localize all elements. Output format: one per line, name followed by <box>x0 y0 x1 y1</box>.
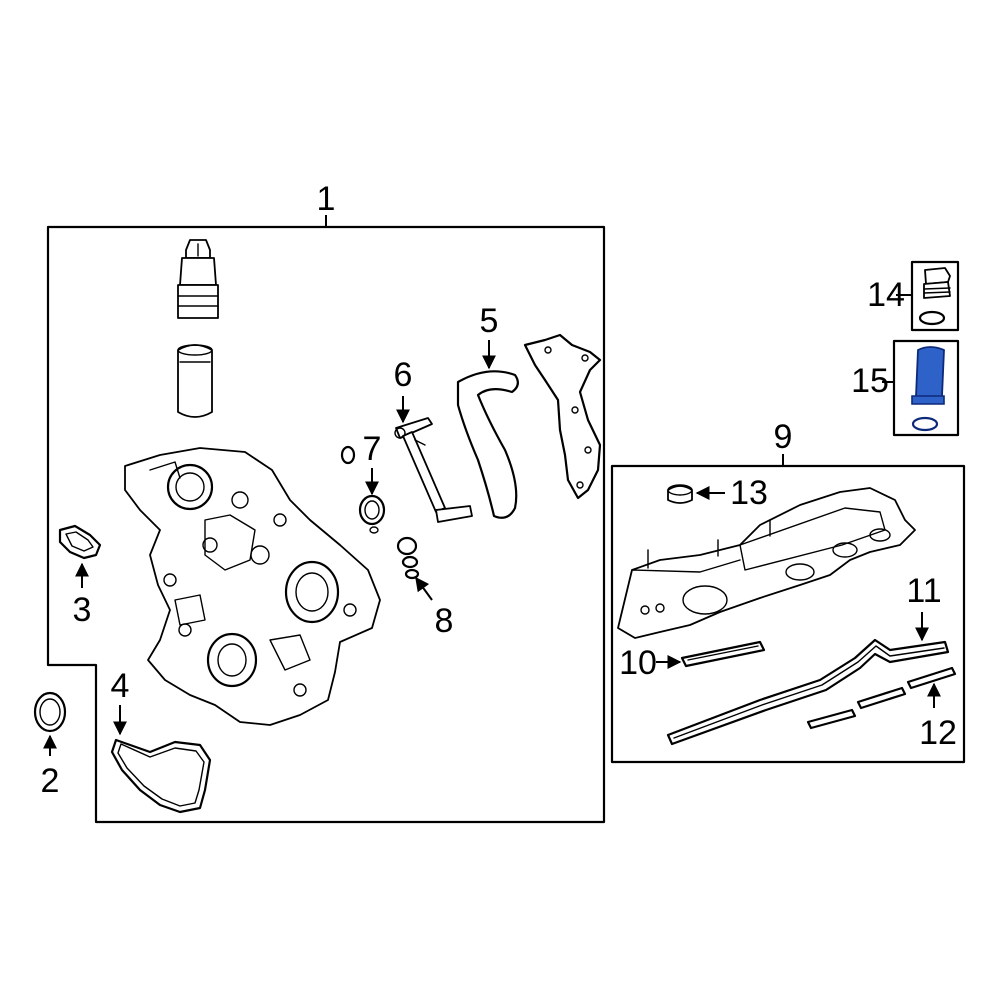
oil-filter-element[interactable] <box>177 344 213 418</box>
callout-1[interactable]: 1 <box>317 180 336 218</box>
part-14-cap[interactable] <box>918 267 951 326</box>
callout-8[interactable]: 8 <box>435 602 454 640</box>
callout-10[interactable]: 10 <box>619 644 657 682</box>
part-2-seal[interactable] <box>33 691 67 733</box>
callout-7[interactable]: 7 <box>363 430 382 468</box>
callout-2[interactable]: 2 <box>41 762 60 800</box>
group-9-frame <box>610 464 966 764</box>
callout-11[interactable]: 11 <box>906 572 941 610</box>
callout-5[interactable]: 5 <box>480 302 499 340</box>
part-13-cap[interactable] <box>667 484 693 504</box>
part-11-gasket[interactable] <box>666 638 950 746</box>
callout-14[interactable]: 14 <box>867 276 905 314</box>
part-15-highlighted[interactable] <box>911 346 945 432</box>
callout-8-leader <box>415 576 433 601</box>
valve-cover[interactable] <box>617 487 916 639</box>
part-12-seals[interactable] <box>806 666 957 730</box>
callout-3[interactable]: 3 <box>73 591 92 629</box>
part-4-gasket[interactable] <box>110 738 212 814</box>
callout-4[interactable]: 4 <box>111 667 130 705</box>
timing-cover[interactable] <box>124 447 381 726</box>
part-6-tube[interactable] <box>394 417 473 523</box>
part-8-orings[interactable] <box>396 536 420 580</box>
group-1-frame <box>46 225 606 824</box>
part-10-seal[interactable] <box>680 640 766 668</box>
part-5-gasket[interactable] <box>456 370 519 519</box>
cover-gasket[interactable] <box>523 333 602 500</box>
callout-15[interactable]: 15 <box>851 362 889 400</box>
group-15-frame <box>892 339 960 437</box>
part-7-seal[interactable] <box>340 445 386 534</box>
callout-6[interactable]: 6 <box>394 356 413 394</box>
callout-9[interactable]: 9 <box>774 418 793 456</box>
callout-13[interactable]: 13 <box>730 474 768 512</box>
oil-filter-cap[interactable] <box>177 239 219 319</box>
callout-12[interactable]: 12 <box>919 714 957 752</box>
part-3-gasket[interactable] <box>58 524 102 560</box>
